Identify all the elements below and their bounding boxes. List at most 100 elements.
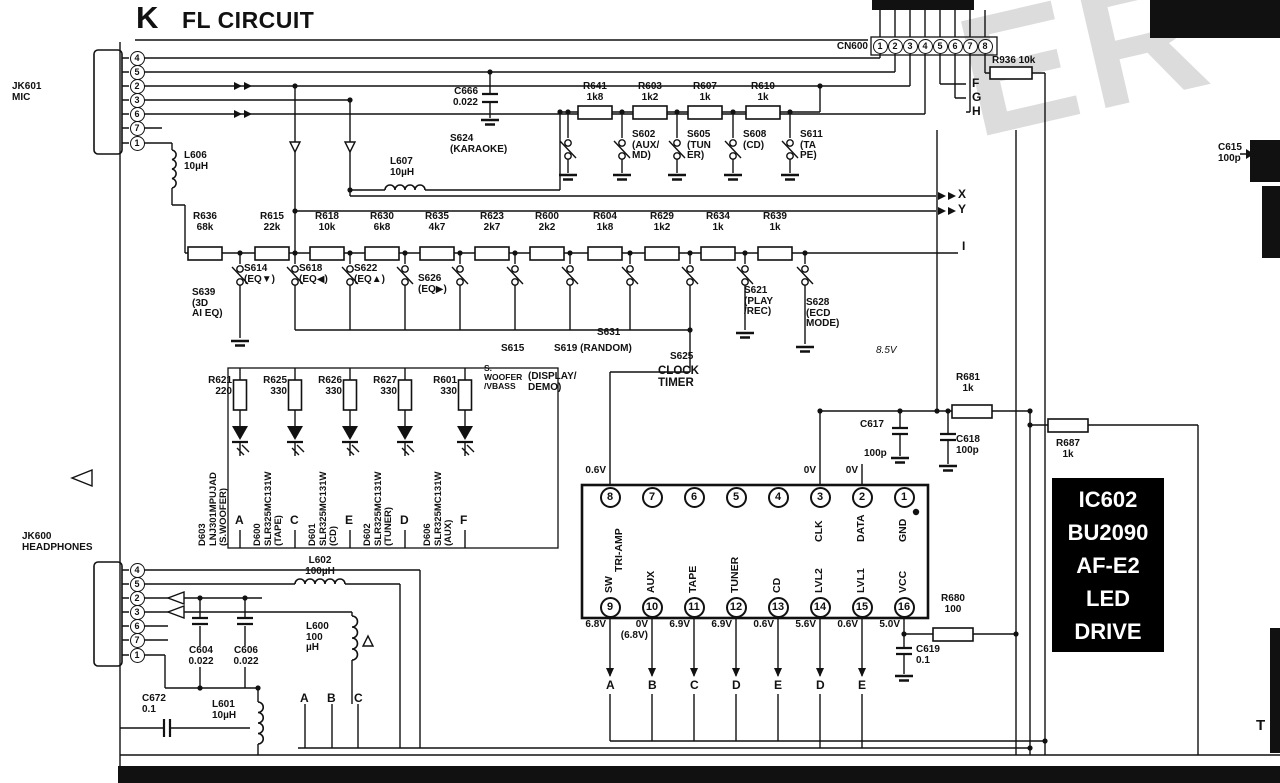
- ic602-pin-13-voltage: 0.6V: [753, 619, 774, 630]
- ic602-pin-16-voltage: 5.0V: [879, 619, 900, 630]
- jk600-pin-1: 1: [129, 647, 145, 663]
- cn600-pin-8: 8: [977, 38, 993, 54]
- switch-label-s625: S625: [670, 351, 694, 362]
- ic602-part-callout: IC602 BU2090 AF-E2 LED DRIVE: [1052, 478, 1164, 652]
- ic602-top-pin-8: 8: [599, 486, 621, 508]
- c617-label: C617: [860, 419, 884, 430]
- switch-symbols: [236, 139, 809, 286]
- jk600-pin-5: 5: [129, 576, 145, 592]
- scan-black-bars: [118, 0, 1280, 783]
- ic602-top-pin-3: 3: [809, 486, 831, 508]
- ic602-top-pin-7: 7: [641, 486, 663, 508]
- ic602-bottom-pin-14: 14: [809, 596, 831, 618]
- c606-label: C606 0.022: [226, 645, 266, 667]
- resistor-label: R607 1k: [693, 81, 717, 103]
- cn600-connector-outline: [870, 36, 998, 56]
- ic602-top-pin-1: 1: [893, 486, 915, 508]
- ic602-pin-11-signal: TAPE: [687, 565, 699, 593]
- ic602-pin-2-signal: DATA: [855, 514, 867, 542]
- jk600-jack-body: [93, 561, 123, 667]
- ic602-pin-15-net: E: [858, 678, 867, 692]
- ic602-bottom-pin-10: 10: [641, 596, 663, 618]
- ic602-bottom-pin-15: 15: [851, 596, 873, 618]
- led-part-label: D603 LNJ301MPUJAD (S.WOOFER): [197, 472, 229, 546]
- cn600-pin-4: 4: [917, 38, 933, 54]
- led-resistor-label: R625 330: [263, 375, 287, 397]
- cn600-pin-6: 6: [947, 38, 963, 54]
- switch-label-s615: S615: [501, 343, 525, 354]
- switch-label-s622: S622 (EQ▲): [354, 263, 386, 285]
- net-letter-g: G: [972, 90, 982, 104]
- jk600-pin-6: 6: [129, 618, 145, 634]
- resistor-label: R635 4k7: [425, 211, 449, 233]
- wire-net: [119, 10, 1280, 766]
- jk601-pin-6: 6: [129, 106, 145, 122]
- ic602-pin-2-voltage: 0V: [845, 465, 858, 476]
- r680-label: R680 100: [941, 593, 965, 615]
- led-part-label: D601 SLR325MC131W (CD): [307, 471, 339, 546]
- cn600-pin-7: 7: [962, 38, 978, 54]
- ic602-pin-14-voltage: 5.6V: [795, 619, 816, 630]
- ic602-tri-amp-label: TRI-AMP: [613, 528, 625, 572]
- signal-arrow-icons: [234, 82, 1254, 677]
- ic602-pin-9-net: A: [606, 678, 615, 692]
- led-net-letter: E: [345, 513, 354, 527]
- ic602-pin-12-signal: TUNER: [729, 556, 741, 593]
- cn600-pin-2: 2: [887, 38, 903, 54]
- net-letter-y: Y: [958, 202, 967, 216]
- hollow-arrow-icons: [70, 141, 375, 647]
- switch-label: S602 (AUX/ MD): [632, 129, 660, 161]
- resistor-label: R629 1k2: [650, 211, 674, 233]
- r687-label: R687 1k: [1056, 438, 1080, 460]
- ground-symbols: [231, 118, 957, 682]
- junction-dots: [197, 69, 1048, 751]
- switch-label-swoofer: S. WOOFER /VBASS: [484, 363, 523, 391]
- jk601-pin-4: 4: [129, 50, 145, 66]
- ic602-bottom-pin-13: 13: [767, 596, 789, 618]
- led-symbols: [232, 426, 473, 440]
- ic602-pin-14-signal: LVL2: [813, 568, 825, 593]
- led-net-letter: F: [460, 513, 468, 527]
- resistor-label: R623 2k7: [480, 211, 504, 233]
- ic602-pin-11-net: C: [690, 678, 699, 692]
- resistor-label: R603 1k2: [638, 81, 662, 103]
- switch-label-s621: S621 (PLAY /REC): [744, 285, 774, 317]
- l602-label: L602 100µH: [305, 555, 335, 577]
- ic602-pin-9-voltage: 6.8V: [585, 619, 606, 630]
- corner-letter: T: [1256, 717, 1266, 734]
- section-letter: K: [136, 0, 159, 35]
- jk601-pin-7: 7: [129, 120, 145, 136]
- resistor-label: R634 1k: [706, 211, 730, 233]
- led-resistor-label: R626 330: [318, 375, 342, 397]
- resistor-label: R610 1k: [751, 81, 775, 103]
- resistor-label: R641 1k8: [583, 81, 607, 103]
- c618-label: C618 100p: [956, 434, 980, 456]
- ic602-top-pin-5: 5: [725, 486, 747, 508]
- ic602-pin-12-voltage: 6.9V: [711, 619, 732, 630]
- r936-label: R936 10k: [992, 55, 1036, 66]
- ic602-bottom-pin-12: 12: [725, 596, 747, 618]
- l607-label: L607 10µH: [390, 156, 415, 178]
- section-title: FL CIRCUIT: [182, 7, 315, 33]
- ic602-pin-13-net: E: [774, 678, 783, 692]
- resistor-symbols: [187, 66, 1089, 642]
- switch-label: S608 (CD): [743, 129, 767, 151]
- jk600-label: JK600 HEADPHONES: [22, 531, 93, 553]
- ic602-pin-3-signal: CLK: [813, 520, 825, 542]
- net-letter-f: F: [972, 76, 980, 90]
- led-net-letter: D: [400, 513, 409, 527]
- switch-label-s614: S614 (EQ▼): [244, 263, 276, 285]
- l600-label: L600 100 µH: [306, 621, 329, 653]
- jk601-pin-3: 3: [129, 92, 145, 108]
- resistor-label: R636 68k: [193, 211, 217, 233]
- ic602-pin-15-voltage: 0.6V: [837, 619, 858, 630]
- net-letter-h: H: [972, 104, 981, 118]
- jk600-pin-2: 2: [129, 590, 145, 606]
- led-part-label: D600 SLR325MC131W (TAPE): [252, 471, 284, 546]
- led-block-outline: [227, 367, 559, 549]
- net-letter-i: I: [962, 239, 966, 253]
- switch-label: S611 (TA PE): [800, 129, 823, 161]
- cn600-pin-3: 3: [902, 38, 918, 54]
- ic602-pin-15-signal: LVL1: [855, 568, 867, 593]
- ic602-pin-9-signal: SW: [603, 576, 615, 593]
